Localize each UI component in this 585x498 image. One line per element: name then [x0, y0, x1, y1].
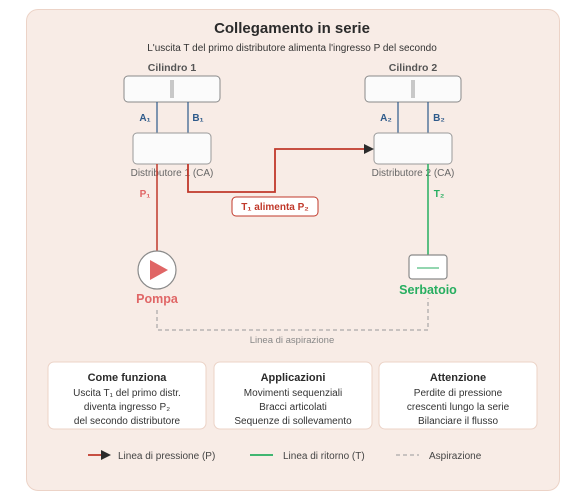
pump-label: Pompa [136, 292, 179, 306]
legend-pressure-label: Linea di pressione (P) [118, 451, 215, 462]
legend: Linea di pressione (P) Linea di ritorno … [88, 450, 482, 462]
info-box-line: del secondo distributore [74, 416, 181, 427]
diagram-title: Collegamento in serie [214, 20, 370, 37]
connection-label-box [231, 196, 319, 217]
cylinder-2-rod [411, 80, 415, 98]
info-box-line: Uscita T₁ del primo distr. [73, 388, 181, 399]
port-b1-label: B₁ [192, 113, 203, 124]
legend-return-label: Linea di ritorno (T) [283, 451, 365, 462]
suction-label: Linea di aspirazione [250, 335, 335, 346]
tank-icon [408, 254, 448, 280]
distributor-1 [132, 132, 212, 165]
info-box-title: Attenzione [430, 372, 486, 384]
info-box-line: Bilanciare il flusso [418, 416, 498, 427]
info-box-title: Applicazioni [261, 372, 326, 384]
distributor-2-label: Distributore 2 (CA) [372, 168, 455, 179]
distributor-2 [373, 132, 453, 165]
port-t2-label: T₂ [434, 189, 445, 200]
info-box-line: Bracci articolati [259, 402, 327, 413]
diagram-subtitle: L'uscita T del primo distributore alimen… [147, 43, 437, 54]
pump-triangle-icon [150, 260, 168, 280]
info-box-title: Come funziona [88, 372, 168, 384]
info-box-line: Perdite di pressione [414, 388, 503, 399]
connection-label: T₁ alimenta P₂ [241, 202, 309, 213]
info-box-line: Sequenze di sollevamento [234, 416, 352, 427]
info-box-line: Movimenti sequenziali [244, 388, 342, 399]
suction-line [156, 298, 429, 331]
cylinder-1-label: Cilindro 1 [148, 62, 197, 74]
port-a2-label: A₂ [380, 113, 392, 124]
info-box-line: crescenti lungo la serie [407, 402, 510, 413]
info-box-how-it-works: Come funziona Uscita T₁ del primo distr.… [47, 361, 207, 430]
port-b2-label: B₂ [433, 113, 445, 124]
info-box-warning: Attenzione Perdite di pressione crescent… [378, 361, 538, 430]
series-connection-line [187, 144, 374, 193]
legend-suction-label: Aspirazione [429, 451, 482, 462]
info-box-applications: Applicazioni Movimenti sequenziali Bracc… [213, 361, 373, 430]
port-p1-label: P₁ [140, 189, 151, 200]
tank-label: Serbatoio [399, 283, 457, 297]
distributor-1-label: Distributore 1 (CA) [131, 168, 214, 179]
port-a1-label: A₁ [139, 113, 150, 124]
cylinder-1-rod [170, 80, 174, 98]
info-box-line: diventa ingresso P₂ [84, 402, 170, 413]
cylinder-2-label: Cilindro 2 [389, 62, 438, 74]
